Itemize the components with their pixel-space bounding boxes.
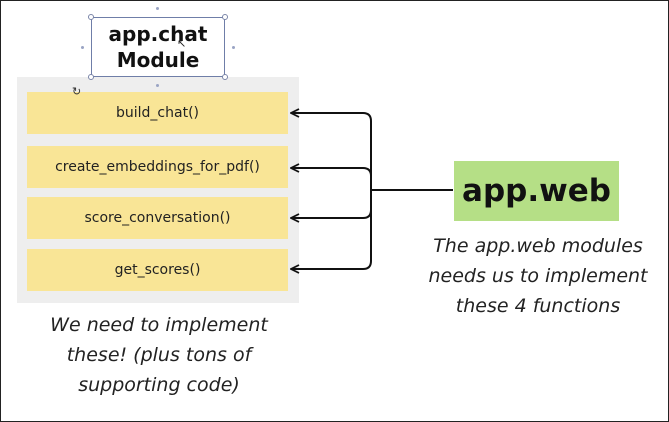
- resize-handle-bottom-right[interactable]: [222, 74, 228, 80]
- mouse-cursor-icon: ↖: [177, 37, 187, 50]
- rotate-handle-icon[interactable]: ↻: [72, 85, 82, 98]
- function-label: score_conversation(): [84, 210, 231, 226]
- app-web-box[interactable]: app.web: [454, 161, 619, 221]
- function-label: build_chat(): [116, 105, 199, 121]
- function-label: get_scores(): [114, 262, 201, 278]
- function-box-create-embeddings[interactable]: create_embeddings_for_pdf(): [27, 146, 288, 188]
- implementation-note: We need to implement these! (plus tons o…: [50, 314, 268, 396]
- arrow-to-create-embeddings: [291, 168, 372, 190]
- function-box-score-conversation[interactable]: score_conversation(): [27, 197, 288, 239]
- arrow-to-get-scores: [291, 190, 372, 269]
- arrow-to-build-chat: [291, 113, 373, 191]
- selection-dot-top: [156, 7, 159, 10]
- function-box-build-chat[interactable]: build_chat(): [27, 92, 288, 134]
- resize-handle-top-right[interactable]: [222, 14, 228, 20]
- module-title: app.chat Module: [108, 22, 208, 72]
- arrow-to-score-conversation: [291, 190, 372, 218]
- resize-handle-bottom-left[interactable]: [88, 74, 94, 80]
- resize-handle-top-left[interactable]: [88, 14, 94, 20]
- function-label: create_embeddings_for_pdf(): [55, 159, 260, 175]
- function-box-get-scores[interactable]: get_scores(): [27, 249, 288, 291]
- module-title-box[interactable]: app.chat Module: [91, 17, 225, 77]
- selection-dot-left: [81, 46, 84, 49]
- app-web-label: app.web: [462, 173, 611, 209]
- selection-dot-right: [232, 46, 235, 49]
- selection-dot-bottom: [156, 84, 159, 87]
- app-web-note: The app.web modules needs us to implemen…: [428, 235, 648, 317]
